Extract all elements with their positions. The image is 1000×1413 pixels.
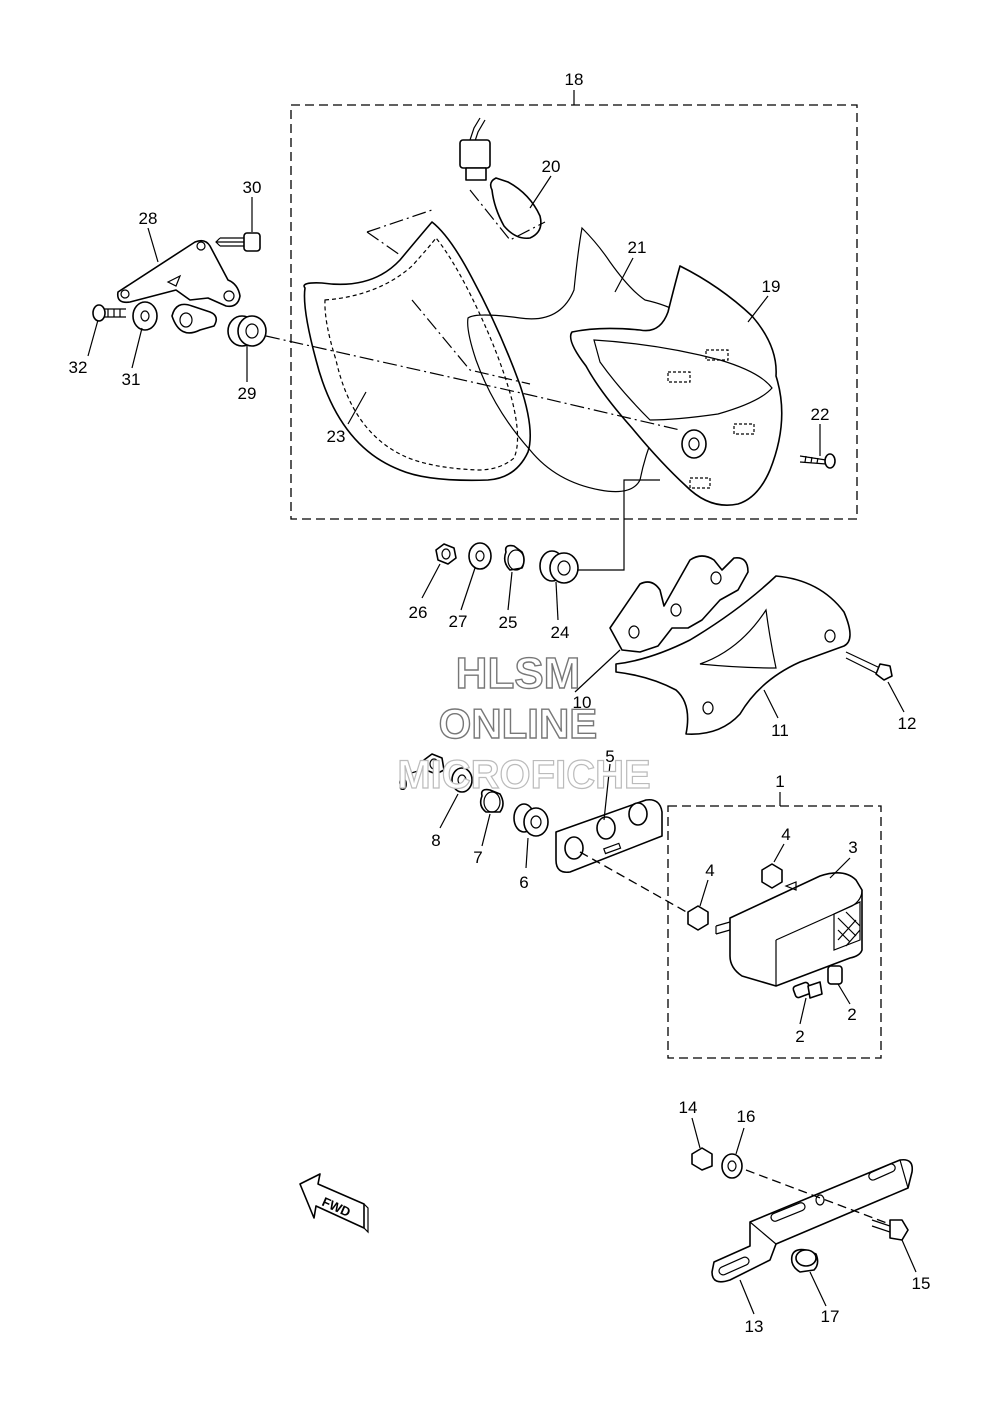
label-1: 1 [775,772,784,791]
label-2-right: 2 [847,1005,856,1024]
fwd-arrow-icon: FWD [299,1173,369,1234]
lamp-3 [715,872,863,987]
gasket-5 [555,798,663,874]
label-9: 9 [398,775,407,794]
label-19: 19 [762,277,781,296]
grommet-6 [513,803,549,837]
label-10: 10 [573,693,592,712]
label-21: 21 [628,238,647,257]
label-7: 7 [473,848,482,867]
nut-4-lower [687,905,709,931]
label-23: 23 [327,427,346,446]
collar-7 [479,788,504,813]
bracket-28 [116,239,241,308]
label-24: 24 [551,623,570,642]
screw-22 [799,453,836,469]
watermark-line1: HLSM [456,649,581,698]
bolt-15 [871,1219,909,1241]
screw-32 [92,304,126,322]
label-28: 28 [139,209,158,228]
watermark-line3: MICROFICHE [397,753,650,797]
label-26: 26 [409,603,428,622]
label-5: 5 [605,747,614,766]
nut-14 [691,1147,713,1171]
label-4-upper: 4 [781,825,790,844]
label-25: 25 [499,613,518,632]
label-16: 16 [737,1107,756,1126]
label-30: 30 [243,178,262,197]
cover-11 [615,575,851,735]
collar-25 [503,544,525,571]
nut-4-upper [761,863,783,889]
plug-17 [790,1248,819,1273]
link-plate [171,303,218,334]
watermark: HLSM ONLINE MICROFICHE [397,648,652,797]
label-6: 6 [519,873,528,892]
label-31: 31 [122,370,141,389]
label-17: 17 [821,1307,840,1326]
part-labels: 18 20 30 28 21 19 32 31 29 22 23 26 27 2… [69,70,931,1336]
label-27: 27 [449,612,468,631]
label-32: 32 [69,358,88,377]
gasket-23 [303,221,532,482]
bulb-20 [459,117,542,240]
washer-8 [451,767,473,793]
assembly-box-1 [667,805,882,1059]
label-22: 22 [811,405,830,424]
label-13: 13 [745,1317,764,1336]
label-14: 14 [679,1098,698,1117]
washer-31 [132,301,158,331]
label-11: 11 [771,721,789,740]
leader-lines [87,175,917,1315]
grommet-29 [227,315,267,347]
bulb-2-right [827,965,843,985]
grommet-24 [539,550,579,584]
label-3: 3 [848,838,857,857]
label-29: 29 [238,384,257,403]
washer-27 [468,542,492,570]
label-18: 18 [565,70,584,89]
bulb-2-left [792,981,823,999]
bolt-30 [215,232,261,252]
washer-16 [721,1153,743,1179]
label-12: 12 [898,714,917,733]
label-4-lower: 4 [705,861,714,880]
label-2-left: 2 [795,1027,804,1046]
watermark-line2: ONLINE [439,700,598,747]
screw-12 [845,651,893,681]
bracket-13 [711,1158,914,1283]
label-15: 15 [912,1274,931,1293]
cover-19 [569,265,783,506]
label-20: 20 [542,157,561,176]
label-8: 8 [431,831,440,850]
bracket-10 [609,555,749,653]
nut-9 [423,753,445,775]
nut-26 [435,543,457,565]
